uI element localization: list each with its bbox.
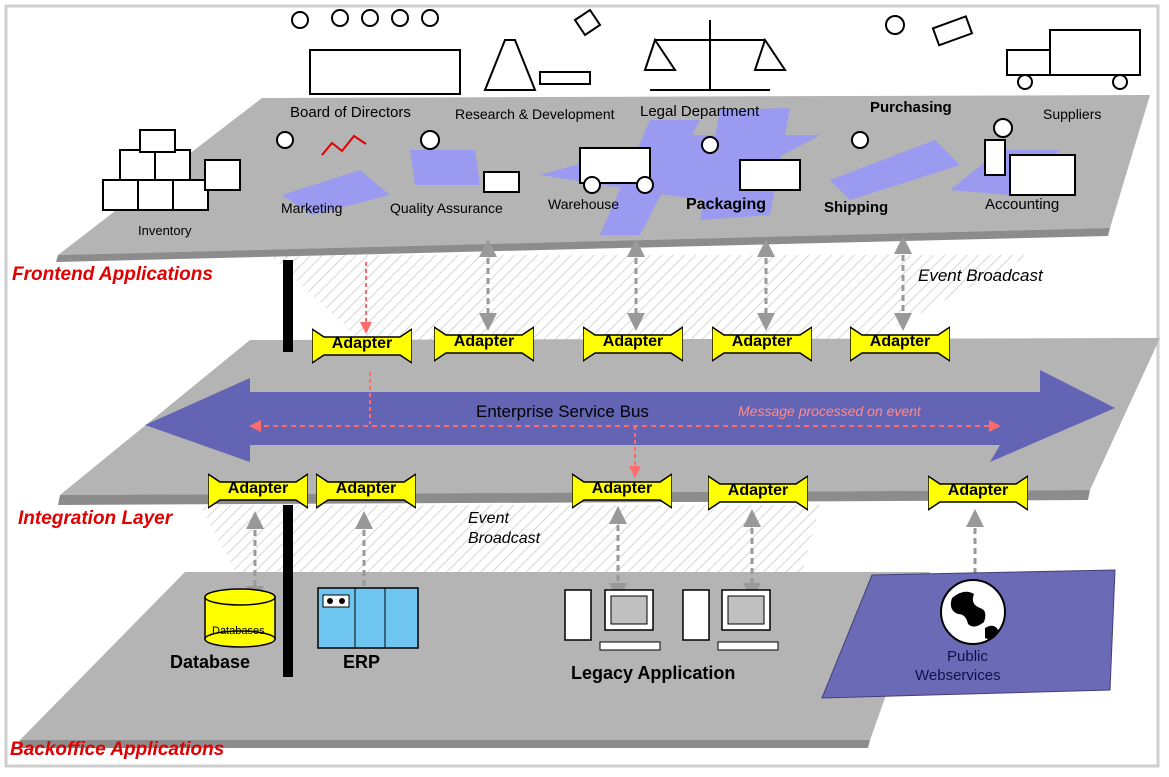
packaging-label: Packaging (686, 196, 767, 213)
adapter-label: Adapter (227, 480, 289, 497)
shipping-label: Shipping (824, 199, 889, 216)
adapter-5: Adapter (850, 325, 950, 365)
adapter-label: Adapter (731, 333, 793, 350)
board-table-icon (309, 49, 461, 95)
qa-patch (410, 150, 480, 185)
legacy-computer-icon-2 (682, 589, 779, 651)
microscope-icon (539, 71, 591, 85)
frontend-plane-edge (56, 228, 1110, 262)
truck-icon (1049, 29, 1141, 76)
database-icon (204, 588, 276, 648)
adapter-4: Adapter (712, 325, 812, 365)
erp-label: ERP (343, 652, 381, 672)
databases-inner-label: Databases (212, 625, 265, 637)
quality-assurance-label: Quality Assurance (390, 200, 503, 216)
qa-box-icon (483, 171, 520, 193)
erp-server-icon (317, 587, 419, 649)
top-icons (291, 8, 1141, 95)
shipping-person-icon (851, 131, 869, 149)
inventory-label: Inventory (138, 223, 192, 238)
accountant-person-icon (993, 118, 1013, 138)
adapter-8: Adapter (572, 472, 672, 512)
adapter-label: Adapter (591, 480, 653, 497)
adapter-1: Adapter (312, 327, 412, 367)
event-broadcast-bottom-label-1: Event (468, 510, 509, 527)
adapter-9: Adapter (708, 474, 808, 514)
adapter-label: Adapter (727, 482, 789, 499)
adapter-label: Adapter (453, 333, 515, 350)
board-of-directors-label: Board of Directors (290, 104, 411, 121)
packaging-person-icon (701, 136, 719, 154)
pole-top (283, 260, 293, 352)
qa-person-icon (420, 130, 440, 150)
webservices-label: Webservices (915, 667, 1001, 684)
adapter-shape (316, 473, 416, 509)
package-box-icon (739, 159, 801, 191)
adapter-label: Adapter (335, 480, 397, 497)
adapter-7: Adapter (316, 472, 416, 512)
adapter-label: Adapter (602, 333, 664, 350)
hatch-zone-top (270, 255, 1030, 340)
adapter-shape (312, 328, 412, 364)
accounting-chair-icon (984, 139, 1006, 176)
esb-arrow (145, 370, 1115, 462)
adapter-label: Adapter (947, 482, 1009, 499)
frame-border (4, 4, 1160, 768)
frontend-layer-label: Frontend Applications (12, 264, 213, 285)
marketing-person-icon (276, 131, 294, 149)
integration-layer-label: Integration Layer (18, 508, 173, 529)
adapter-label: Adapter (869, 333, 931, 350)
marketing-patch (282, 170, 390, 215)
adapter-shape (850, 326, 950, 362)
adapter-6: Adapter (208, 472, 308, 512)
adapter-shape (572, 473, 672, 509)
suppliers-label: Suppliers (1043, 106, 1102, 122)
scale-icon (650, 20, 770, 91)
inventory-boxes-icon (102, 129, 241, 211)
money-icon (931, 15, 974, 47)
backoffice-layer-label: Backoffice Applications (10, 739, 225, 760)
adapter-10: Adapter (928, 474, 1028, 514)
event-broadcast-top-label: Event Broadcast (918, 266, 1043, 285)
message-processed-label: Message processed on event (738, 403, 921, 419)
adapter-shape (208, 473, 308, 509)
adapter-2: Adapter (434, 325, 534, 365)
flask-icon (483, 39, 537, 91)
adapter-shape (434, 326, 534, 362)
esb-label: Enterprise Service Bus (476, 402, 649, 421)
accounting-desk-icon (1009, 154, 1076, 196)
backoffice-plane-edge (18, 740, 870, 748)
event-broadcast-bottom-label-2: Broadcast (468, 530, 541, 547)
marketing-label: Marketing (281, 200, 343, 216)
globe-continents (950, 591, 999, 640)
adapter-3: Adapter (583, 325, 683, 365)
board-person-icon (291, 11, 309, 29)
adapter-shape (712, 326, 812, 362)
warehouse-label: Warehouse (548, 196, 620, 212)
adapter-shape (708, 475, 808, 511)
backoffice-plane (20, 572, 930, 740)
database-label: Database (170, 652, 251, 672)
purchasing-label: Purchasing (870, 99, 952, 116)
pole-bottom (283, 505, 293, 677)
chart-icon (321, 134, 367, 156)
adapter-shape (583, 326, 683, 362)
research-development-label: Research & Development (455, 106, 615, 122)
legal-department-label: Legal Department (640, 103, 760, 120)
shipping-patch (830, 140, 960, 200)
adapter-label: Adapter (331, 335, 393, 352)
accounting-label: Accounting (985, 196, 1060, 213)
legacy-computer-icon-1 (564, 589, 661, 651)
purchasing-person-icon (885, 15, 905, 35)
legacy-application-label: Legacy Application (571, 663, 736, 683)
public-label: Public (947, 648, 988, 665)
adapter-shape (928, 475, 1028, 511)
